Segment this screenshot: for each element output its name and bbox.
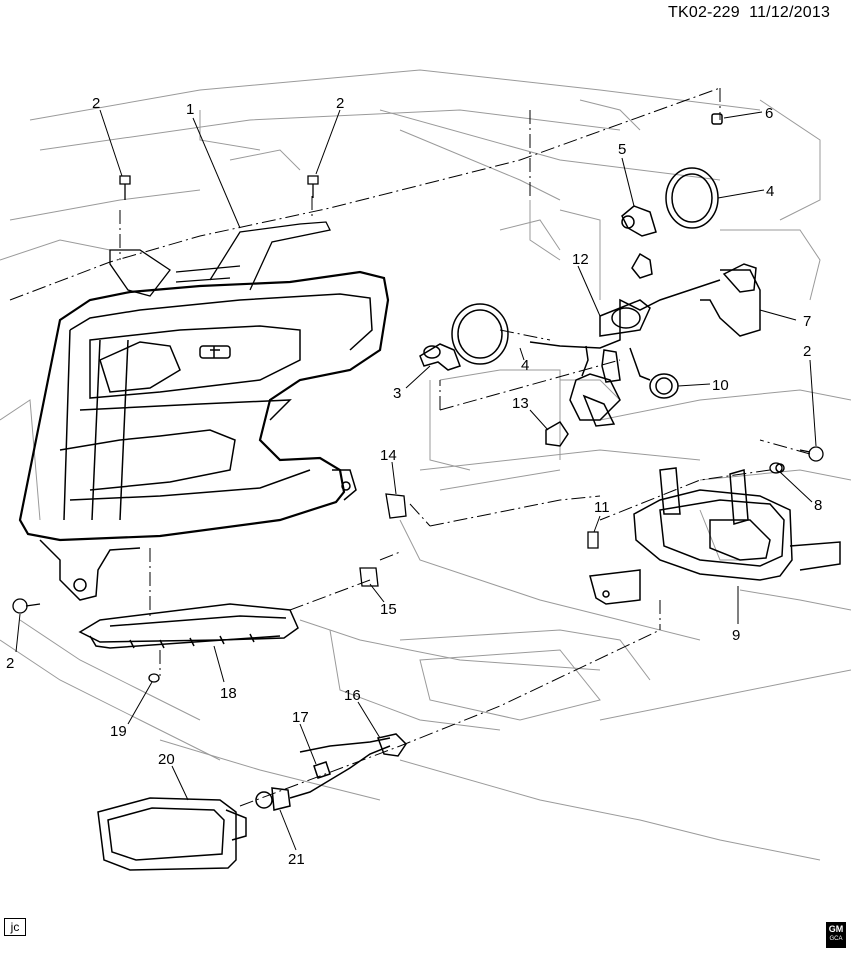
callout-4-right: 4 xyxy=(766,183,774,200)
wiring-harness xyxy=(529,263,761,447)
callout-16: 16 xyxy=(344,687,361,704)
right-bulb-and-seal xyxy=(621,113,723,279)
callout-19: 19 xyxy=(110,723,127,740)
illustrator-initials: jc xyxy=(4,918,26,936)
diagram-date: 11/12/2013 xyxy=(749,4,831,21)
callout-1: 1 xyxy=(186,101,194,118)
gm-logo-text: GM xyxy=(828,924,844,934)
callout-2-right: 2 xyxy=(803,343,811,360)
callout-17: 17 xyxy=(292,709,309,726)
diagram-ref-number: TK02-229 xyxy=(668,4,740,21)
reference-lines xyxy=(9,87,811,807)
callout-18: 18 xyxy=(220,685,237,702)
callout-13: 13 xyxy=(512,395,529,412)
callout-2-bottom-left: 2 xyxy=(6,655,14,672)
gm-logo-subtext: GCA xyxy=(829,936,843,942)
callout-11: 11 xyxy=(594,499,610,516)
callout-8: 8 xyxy=(814,497,822,514)
callout-14: 14 xyxy=(380,447,397,464)
fasteners xyxy=(12,175,824,683)
callout-3: 3 xyxy=(393,385,401,402)
callout-20: 20 xyxy=(158,751,175,768)
callout-7: 7 xyxy=(803,313,811,330)
callout-6: 6 xyxy=(765,105,773,122)
callout-2-top-right: 2 xyxy=(336,95,344,112)
callout-5: 5 xyxy=(618,141,626,158)
headlamp-assembly xyxy=(18,270,390,601)
fog-lamp-bracket xyxy=(589,463,841,605)
headlamp-top-bracket xyxy=(109,221,331,297)
vehicle-background-outline xyxy=(0,69,851,861)
fog-lamp-assembly xyxy=(97,733,407,871)
callout-9: 9 xyxy=(732,627,740,644)
headlamp-bulb-and-seal xyxy=(419,303,509,371)
callout-15: 15 xyxy=(380,601,397,618)
leader-lines xyxy=(15,109,817,851)
gm-logo: GM GCA xyxy=(826,922,846,948)
callout-2-top-left: 2 xyxy=(92,95,100,112)
callout-21: 21 xyxy=(288,851,305,868)
side-marker-lamp xyxy=(78,603,299,649)
callout-12: 12 xyxy=(572,251,589,268)
callout-10: 10 xyxy=(712,377,729,394)
callout-labels: 1 2 2 2 2 3 4 4 5 6 7 8 9 10 11 12 13 14… xyxy=(6,95,822,868)
diagram-reference: TK02-229 11/12/2013 xyxy=(668,4,830,22)
callout-4-left: 4 xyxy=(521,357,529,374)
